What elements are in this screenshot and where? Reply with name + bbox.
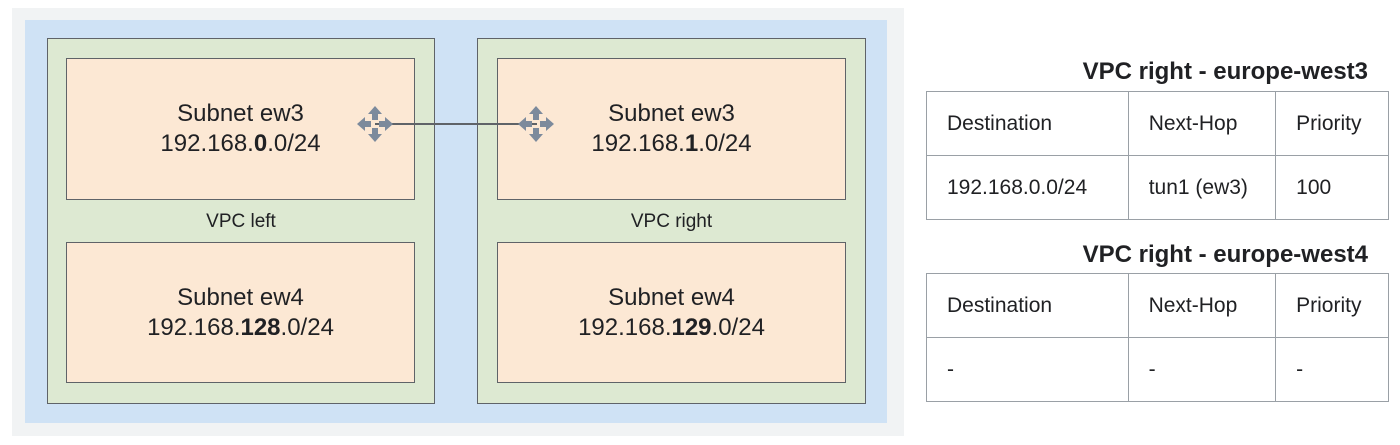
subnet-name: Subnet ew3 <box>608 100 735 127</box>
subnet-cidr: 192.168.0.0/24 <box>160 130 321 157</box>
route-table-ew3: Destination Next-Hop Priority 192.168.0.… <box>926 91 1389 220</box>
cell-priority: 100 <box>1275 155 1389 220</box>
cell-next-hop: - <box>1127 337 1277 402</box>
subnet-cidr: 192.168.129.0/24 <box>578 313 765 341</box>
subnet-cidr: 192.168.1.0/24 <box>591 130 752 157</box>
vpn-gateway-icon <box>518 106 554 142</box>
cell-destination: - <box>926 337 1129 402</box>
cell-priority: - <box>1275 337 1389 402</box>
subnet-cidr: 192.168.128.0/24 <box>147 313 334 341</box>
table-header-row: Destination Next-Hop Priority <box>926 273 1389 338</box>
header-priority: Priority <box>1275 91 1389 156</box>
subnet-right-ew3: Subnet ew3 192.168.1.0/24 <box>497 58 846 200</box>
vpn-gateway-icon <box>357 106 393 142</box>
header-next-hop: Next-Hop <box>1127 273 1277 338</box>
cell-destination: 192.168.0.0/24 <box>926 155 1129 220</box>
table-row: - - - <box>926 337 1389 402</box>
header-next-hop: Next-Hop <box>1127 91 1277 156</box>
subnet-right-ew4: Subnet ew4 192.168.129.0/24 <box>497 242 846 383</box>
route-table-title-ew3: VPC right - europe-west3 <box>1082 58 1368 85</box>
route-table-title-ew4: VPC right - europe-west4 <box>1082 241 1368 268</box>
subnet-left-ew4: Subnet ew4 192.168.128.0/24 <box>66 242 415 383</box>
subnet-left-ew3: Subnet ew3 192.168.0.0/24 <box>66 58 415 200</box>
subnet-name: Subnet ew4 <box>177 283 304 311</box>
subnet-name: Subnet ew3 <box>177 100 304 127</box>
route-table-ew4: Destination Next-Hop Priority - - - <box>926 273 1389 402</box>
table-row: 192.168.0.0/24 tun1 (ew3) 100 <box>926 155 1389 220</box>
cell-next-hop: tun1 (ew3) <box>1127 155 1277 220</box>
vpn-tunnel-line <box>375 123 537 125</box>
vpc-left-label: VPC left <box>206 211 276 232</box>
table-header-row: Destination Next-Hop Priority <box>926 91 1389 156</box>
header-priority: Priority <box>1275 273 1389 338</box>
header-destination: Destination <box>926 91 1129 156</box>
header-destination: Destination <box>926 273 1129 338</box>
vpc-right-label: VPC right <box>630 211 713 232</box>
subnet-name: Subnet ew4 <box>608 283 735 311</box>
